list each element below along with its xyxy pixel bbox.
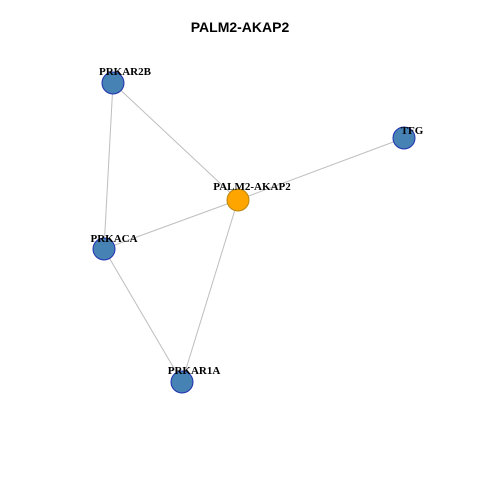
node-prkar1a [170, 370, 194, 394]
edge-prkar2b-palm2-akap2 [112, 82, 239, 201]
node-tfg [392, 126, 416, 150]
edges-layer [103, 82, 405, 383]
node-label-prkaca: PRKACA [90, 233, 137, 245]
edge-tfg-palm2-akap2 [237, 137, 405, 201]
edge-prkar2b-prkaca [103, 82, 114, 250]
edge-prkaca-prkar1a [103, 248, 183, 383]
edge-prkaca-palm2-akap2 [103, 199, 239, 250]
node-label-prkar2b: PRKAR2B [99, 66, 152, 78]
node-prkaca [92, 237, 116, 261]
nodes-layer [92, 71, 416, 394]
node-label-prkar1a: PRKAR1A [168, 365, 221, 377]
labels-layer: PALM2-AKAP2 PRKAR2B TFG PRKACA PRKAR1A [90, 66, 423, 377]
node-label-palm2-akap2: PALM2-AKAP2 [213, 181, 291, 193]
node-palm2-akap2 [226, 188, 250, 212]
node-prkar2b [101, 71, 125, 95]
graph-title: PALM2-AKAP2 [190, 19, 290, 35]
edge-palm2-akap2-prkar1a [181, 199, 239, 383]
node-label-tfg: TFG [401, 125, 424, 137]
